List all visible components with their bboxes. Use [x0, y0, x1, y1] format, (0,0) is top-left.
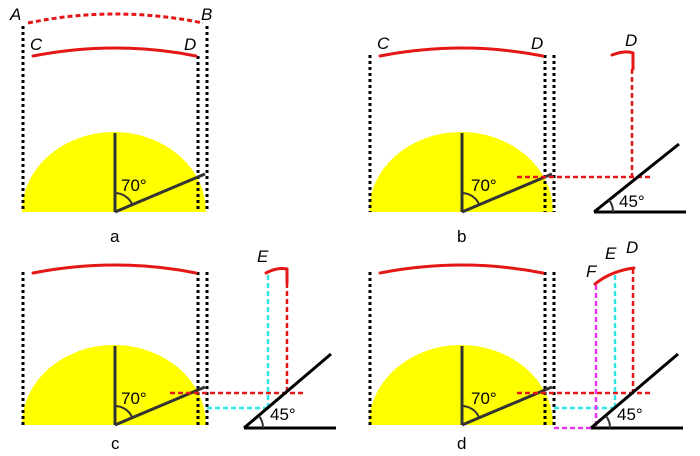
label-c: C: [377, 34, 390, 53]
mirror-45: [590, 352, 679, 430]
angle-arc-45: [608, 199, 615, 213]
angle-label-70: 70°: [471, 389, 497, 408]
mirror-45: [243, 352, 332, 430]
arc-cd: [31, 263, 198, 275]
angle-label-45: 45°: [619, 192, 645, 211]
arc-cd: [31, 46, 198, 58]
arc-fed-projected: [593, 266, 636, 286]
label-d: D: [626, 238, 638, 257]
arc-ab-dashed: [27, 12, 204, 25]
arc-cd: [378, 263, 545, 275]
label-e: E: [257, 247, 269, 266]
label-a: A: [9, 5, 21, 24]
panel-b: C D D 70° 45° b: [368, 31, 686, 246]
angle-arc-45: [605, 415, 612, 429]
angle-label-70: 70°: [471, 176, 497, 195]
caption-a: a: [110, 227, 120, 246]
label-c: C: [30, 35, 43, 54]
mirror-45: [593, 142, 680, 214]
panel-c: E 70° 45° c: [21, 247, 336, 453]
label-e: E: [605, 244, 617, 263]
angle-arc-70: [114, 405, 133, 418]
angle-arc-45: [258, 415, 265, 429]
sun-ray: [114, 172, 206, 214]
label-d: D: [184, 35, 196, 54]
angle-label-45: 45°: [270, 405, 296, 424]
label-f: F: [586, 262, 598, 281]
caption-c: c: [111, 434, 120, 453]
arc-d-projected: [610, 50, 635, 71]
angle-arc-70: [114, 192, 133, 205]
caption-b: b: [457, 227, 466, 246]
label-b: B: [201, 5, 212, 24]
angle-label-70: 70°: [121, 389, 147, 408]
angle-arc-70: [461, 192, 480, 205]
angle-label-45: 45°: [617, 405, 643, 424]
panel-a: A B C D 70° a: [9, 5, 212, 246]
arc-cd: [378, 46, 545, 58]
label-d: D: [531, 34, 543, 53]
panel-d: F E D 70° 45° d: [368, 238, 683, 453]
sun-ray: [461, 172, 553, 214]
label-d-projected: D: [625, 31, 637, 50]
caption-d: d: [457, 434, 466, 453]
arc-ed-projected: [264, 267, 289, 285]
angle-label-70: 70°: [121, 176, 147, 195]
angle-arc-70: [461, 405, 480, 418]
